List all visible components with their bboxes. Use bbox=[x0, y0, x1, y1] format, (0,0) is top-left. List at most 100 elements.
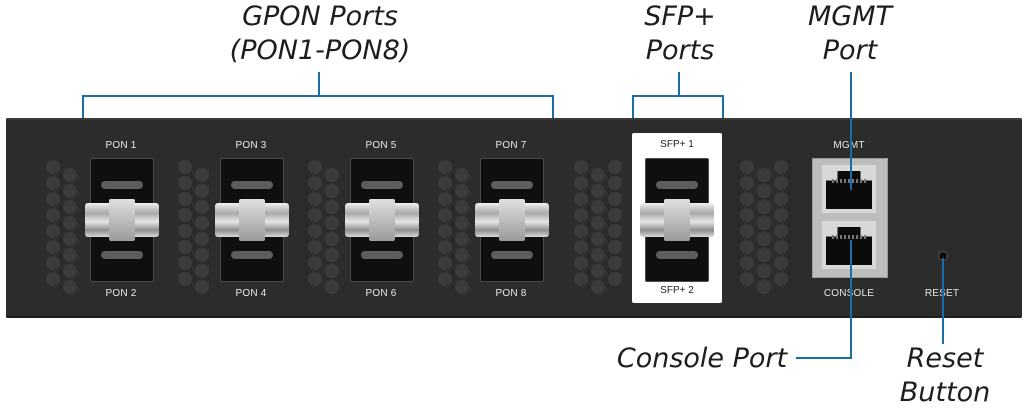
vent-hole bbox=[178, 192, 192, 206]
rj45-plate bbox=[812, 158, 888, 278]
vent-hole bbox=[308, 208, 322, 222]
vent-hole bbox=[608, 256, 622, 270]
pon-port-cage[interactable] bbox=[475, 158, 549, 282]
vent-hole bbox=[63, 168, 77, 182]
pon-port-cage[interactable] bbox=[215, 158, 289, 282]
vent-hole bbox=[308, 192, 322, 206]
vent-hole bbox=[574, 272, 588, 286]
vent-hole bbox=[325, 184, 339, 198]
vent-hole bbox=[591, 248, 605, 262]
vent-hole bbox=[591, 216, 605, 230]
vent-hole bbox=[757, 184, 771, 198]
pon-port-cage[interactable] bbox=[85, 158, 159, 282]
vent-hole bbox=[574, 224, 588, 238]
console-leader-vertical bbox=[850, 240, 852, 358]
reset-leader bbox=[942, 258, 944, 344]
vent-hole bbox=[438, 176, 452, 190]
vent-hole bbox=[608, 208, 622, 222]
vent-hole bbox=[325, 264, 339, 278]
vent-hole bbox=[438, 256, 452, 270]
vent-hole bbox=[325, 232, 339, 246]
vent-hole bbox=[195, 280, 209, 294]
console-leader-horizontal bbox=[796, 357, 852, 359]
vent-hole bbox=[63, 216, 77, 230]
vent-hole bbox=[774, 176, 788, 190]
vent-hole bbox=[178, 224, 192, 238]
vent-hole bbox=[325, 280, 339, 294]
pon-port-cage[interactable] bbox=[345, 158, 419, 282]
mgmt-callout-line2: Port bbox=[822, 35, 878, 66]
vent-hole bbox=[46, 176, 60, 190]
vent-hole bbox=[308, 272, 322, 286]
gpon-callout-line2: (PON1-PON8) bbox=[229, 35, 411, 66]
vent-hole bbox=[178, 208, 192, 222]
vent-hole bbox=[774, 272, 788, 286]
vent-hole bbox=[574, 256, 588, 270]
vent-hole bbox=[325, 216, 339, 230]
vent-hole bbox=[438, 160, 452, 174]
sfp-leader-stem bbox=[678, 72, 680, 96]
pon-port-label-top: PON 7 bbox=[495, 140, 527, 151]
vent-hole bbox=[455, 232, 469, 246]
vent-hole bbox=[63, 248, 77, 262]
sfp-port-label-1: SFP+ 1 bbox=[660, 139, 694, 150]
gpon-leader-bar bbox=[82, 95, 554, 97]
sfp-port-cage[interactable] bbox=[640, 158, 714, 282]
vent-hole bbox=[740, 192, 754, 206]
sfp-callout-line1: SFP+ bbox=[644, 1, 716, 32]
sfp-ports-callout: SFP+ Ports bbox=[610, 0, 750, 68]
console-port[interactable] bbox=[822, 221, 876, 269]
reset-button-callout: Reset Button bbox=[880, 342, 1010, 410]
reset-panel-label: RESET bbox=[912, 288, 972, 299]
vent-hole bbox=[740, 256, 754, 270]
vent-hole bbox=[195, 216, 209, 230]
mgmt-port[interactable] bbox=[822, 165, 876, 213]
pon-port-label-bottom: PON 6 bbox=[365, 288, 397, 299]
gpon-leader-stem bbox=[318, 72, 320, 96]
vent-hole bbox=[195, 248, 209, 262]
vent-hole bbox=[195, 168, 209, 182]
vent-hole bbox=[591, 168, 605, 182]
vent-hole bbox=[195, 232, 209, 246]
vent-hole bbox=[63, 264, 77, 278]
vent-hole bbox=[574, 176, 588, 190]
gpon-callout-line1: GPON Ports bbox=[242, 1, 398, 32]
vent-hole bbox=[757, 216, 771, 230]
vent-hole bbox=[757, 232, 771, 246]
sfp-callout-line2: Ports bbox=[645, 35, 715, 66]
vent-hole bbox=[178, 160, 192, 174]
vent-hole bbox=[608, 272, 622, 286]
vent-hole bbox=[455, 264, 469, 278]
vent-hole bbox=[574, 208, 588, 222]
vent-hole bbox=[591, 280, 605, 294]
reset-callout-line2: Button bbox=[899, 377, 991, 408]
vent-hole bbox=[438, 240, 452, 254]
vent-hole bbox=[574, 192, 588, 206]
vent-hole bbox=[178, 240, 192, 254]
vent-hole bbox=[740, 160, 754, 174]
vent-hole bbox=[574, 160, 588, 174]
vent-hole bbox=[774, 160, 788, 174]
vent-hole bbox=[774, 256, 788, 270]
vent-hole bbox=[455, 168, 469, 182]
vent-hole bbox=[438, 272, 452, 286]
vent-hole bbox=[455, 184, 469, 198]
vent-hole bbox=[740, 208, 754, 222]
vent-hole bbox=[455, 280, 469, 294]
gpon-ports-callout: GPON Ports (PON1-PON8) bbox=[200, 0, 440, 68]
reset-callout-line1: Reset bbox=[906, 343, 984, 374]
pon-port-label-bottom: PON 2 bbox=[105, 288, 137, 299]
vent-hole bbox=[308, 256, 322, 270]
mgmt-callout-line1: MGMT bbox=[807, 1, 892, 32]
vent-hole bbox=[757, 248, 771, 262]
vent-hole bbox=[438, 208, 452, 222]
vent-hole bbox=[195, 184, 209, 198]
mgmt-leader bbox=[850, 72, 852, 190]
vent-hole bbox=[325, 168, 339, 182]
vent-hole bbox=[63, 200, 77, 214]
vent-hole bbox=[774, 192, 788, 206]
pon-port-label-top: PON 3 bbox=[235, 140, 267, 151]
vent-hole bbox=[63, 184, 77, 198]
pon-port-label-bottom: PON 8 bbox=[495, 288, 527, 299]
vent-hole bbox=[740, 272, 754, 286]
